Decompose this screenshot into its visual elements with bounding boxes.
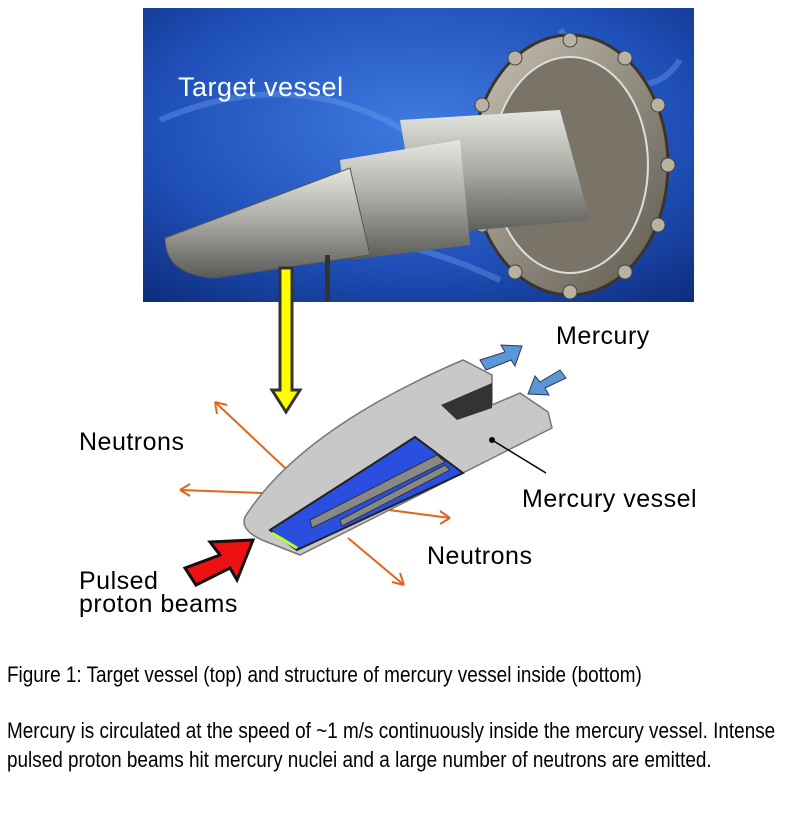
label-mercury-vessel: Mercury vessel [522,485,698,513]
label-pulsed: Pulsed [79,567,159,595]
label-proton-beams: proton beams [79,590,238,618]
body-paragraph: Mercury is circulated at the speed of ~1… [7,718,776,772]
label-mercury: Mercury [556,322,650,350]
label-neutrons-left: Neutrons [79,428,185,456]
proton-beam-arrow [182,538,256,587]
photo-title: Target vessel [178,72,344,102]
pointer-arrow [269,266,303,415]
figure-caption: Figure 1: Target vessel (top) and struct… [7,662,642,687]
mercury-vessel-diagram [243,359,553,556]
label-neutrons-right: Neutrons [427,542,533,570]
mercury-in-arrow [527,369,567,396]
mercury-out-arrow [479,344,523,371]
target-vessel-photo [143,8,694,302]
